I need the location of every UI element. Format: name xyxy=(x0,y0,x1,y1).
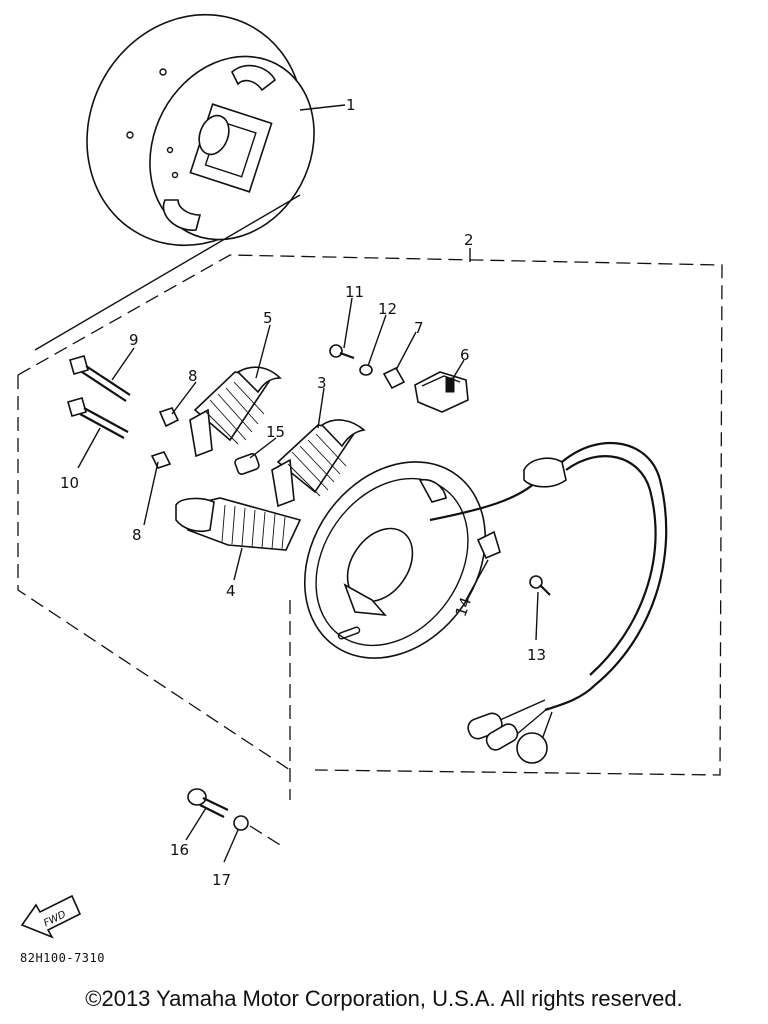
clamp-14 xyxy=(476,530,501,560)
callout-labels: 1 2 3 4 5 6 7 8 8 9 10 11 12 13 14 15 16… xyxy=(60,96,546,889)
callout-15: 15 xyxy=(266,423,285,441)
callout-1: 1 xyxy=(346,96,356,114)
callout-4: 4 xyxy=(226,582,236,600)
screw-11 xyxy=(329,344,355,360)
leader-lines xyxy=(77,297,539,863)
callout-7: 7 xyxy=(414,319,424,337)
collar-15 xyxy=(234,453,260,475)
washer-17 xyxy=(233,815,286,849)
washer-12 xyxy=(359,364,373,376)
coil-5 xyxy=(189,366,282,458)
bolt-9 xyxy=(69,355,131,402)
stator-base-plate xyxy=(303,461,487,659)
callout-2: 2 xyxy=(464,231,474,249)
pickup-6 xyxy=(414,371,469,413)
callout-17: 17 xyxy=(212,871,231,889)
callout-13: 13 xyxy=(527,646,546,664)
callout-11: 11 xyxy=(345,283,364,301)
callout-12: 12 xyxy=(378,300,397,318)
callout-14: 14 xyxy=(452,595,475,619)
clamp-7 xyxy=(382,366,406,390)
callout-3: 3 xyxy=(317,374,327,392)
copyright-notice: ©2013 Yamaha Motor Corporation, U.S.A. A… xyxy=(85,986,683,1011)
screw-13 xyxy=(529,575,551,596)
callout-5: 5 xyxy=(263,309,273,327)
flywheel-rotor xyxy=(34,13,346,351)
callout-9: 9 xyxy=(129,331,139,349)
coil-4 xyxy=(175,497,302,551)
callout-10: 10 xyxy=(60,474,79,492)
wire-harness xyxy=(429,441,668,764)
callout-8-upper: 8 xyxy=(188,367,198,385)
coil-3 xyxy=(271,419,366,508)
fwd-arrow-icon: FWD xyxy=(20,894,82,939)
clip-8-lower xyxy=(150,451,172,469)
stator-assembly-boundary xyxy=(17,248,723,800)
part-number: 82H100-7310 xyxy=(20,951,105,965)
bolt-10 xyxy=(67,397,129,439)
callout-6: 6 xyxy=(460,346,470,364)
bolt-16 xyxy=(187,788,229,818)
callout-8-lower: 8 xyxy=(132,526,142,544)
callout-16: 16 xyxy=(170,841,189,859)
